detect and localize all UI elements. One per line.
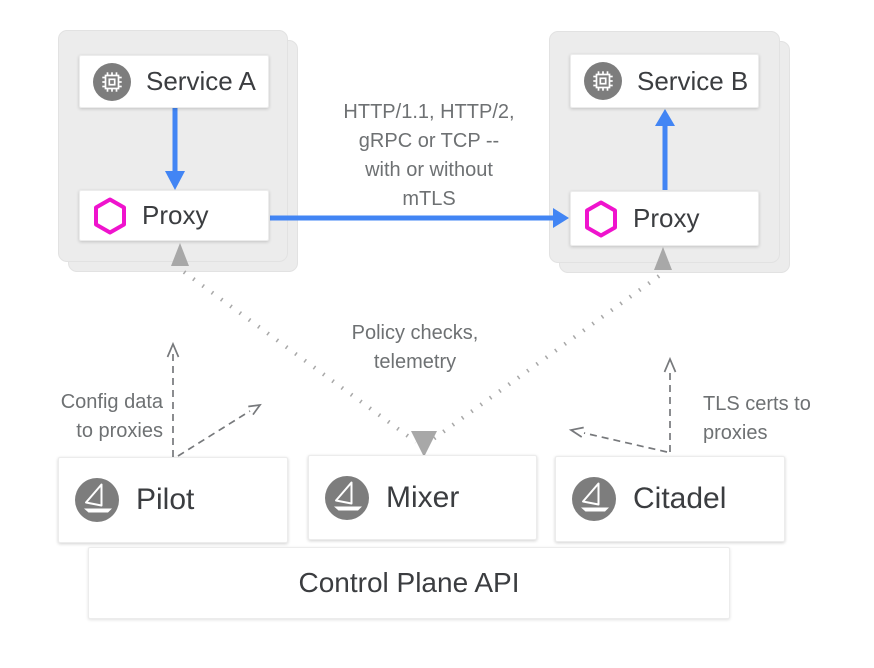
service-a-label: Service A <box>146 66 256 96</box>
citadel-label: Citadel <box>633 482 727 515</box>
service-a-box: Service A <box>79 55 269 108</box>
pilot-config-arrow-diagonal <box>177 403 262 457</box>
proxy-b-box: Proxy <box>570 191 759 246</box>
service-b-label: Service B <box>637 65 749 96</box>
http-traffic-label: HTTP/1.1, HTTP/2, gRPC or TCP -- with or… <box>343 101 515 210</box>
control-plane-api-box: Control Plane API <box>88 547 730 619</box>
citadel-box: Citadel <box>555 456 785 542</box>
istio-sail-icon <box>325 475 369 520</box>
control-plane-api-label: Control Plane API <box>298 567 520 598</box>
config-data-label: Config data to proxies <box>60 391 163 442</box>
proxy-a-box: Proxy <box>79 190 269 241</box>
service-b-box: Service B <box>570 54 759 108</box>
policy-checks-label: Policy checks, telemetry <box>351 322 479 373</box>
tls-certs-label: TLS certs to proxies <box>703 393 811 444</box>
hexagon-icon <box>585 200 617 237</box>
mixer-box: Mixer <box>308 455 537 540</box>
citadel-tls-arrow-diagonal <box>568 426 668 453</box>
microchip-icon <box>584 62 622 100</box>
pilot-label: Pilot <box>136 483 195 516</box>
istio-sail-icon <box>572 477 616 521</box>
microchip-icon <box>93 62 131 101</box>
mixer-label: Mixer <box>386 480 460 514</box>
mixer-arrowhead <box>411 431 437 457</box>
hexagon-icon <box>94 197 126 234</box>
pilot-config-arrow-vertical <box>166 341 180 457</box>
istio-sail-icon <box>75 478 119 522</box>
citadel-tls-arrow-vertical <box>663 356 677 452</box>
proxy-b-label: Proxy <box>633 203 700 233</box>
pilot-box: Pilot <box>58 457 288 543</box>
proxy-a-label: Proxy <box>142 200 209 230</box>
